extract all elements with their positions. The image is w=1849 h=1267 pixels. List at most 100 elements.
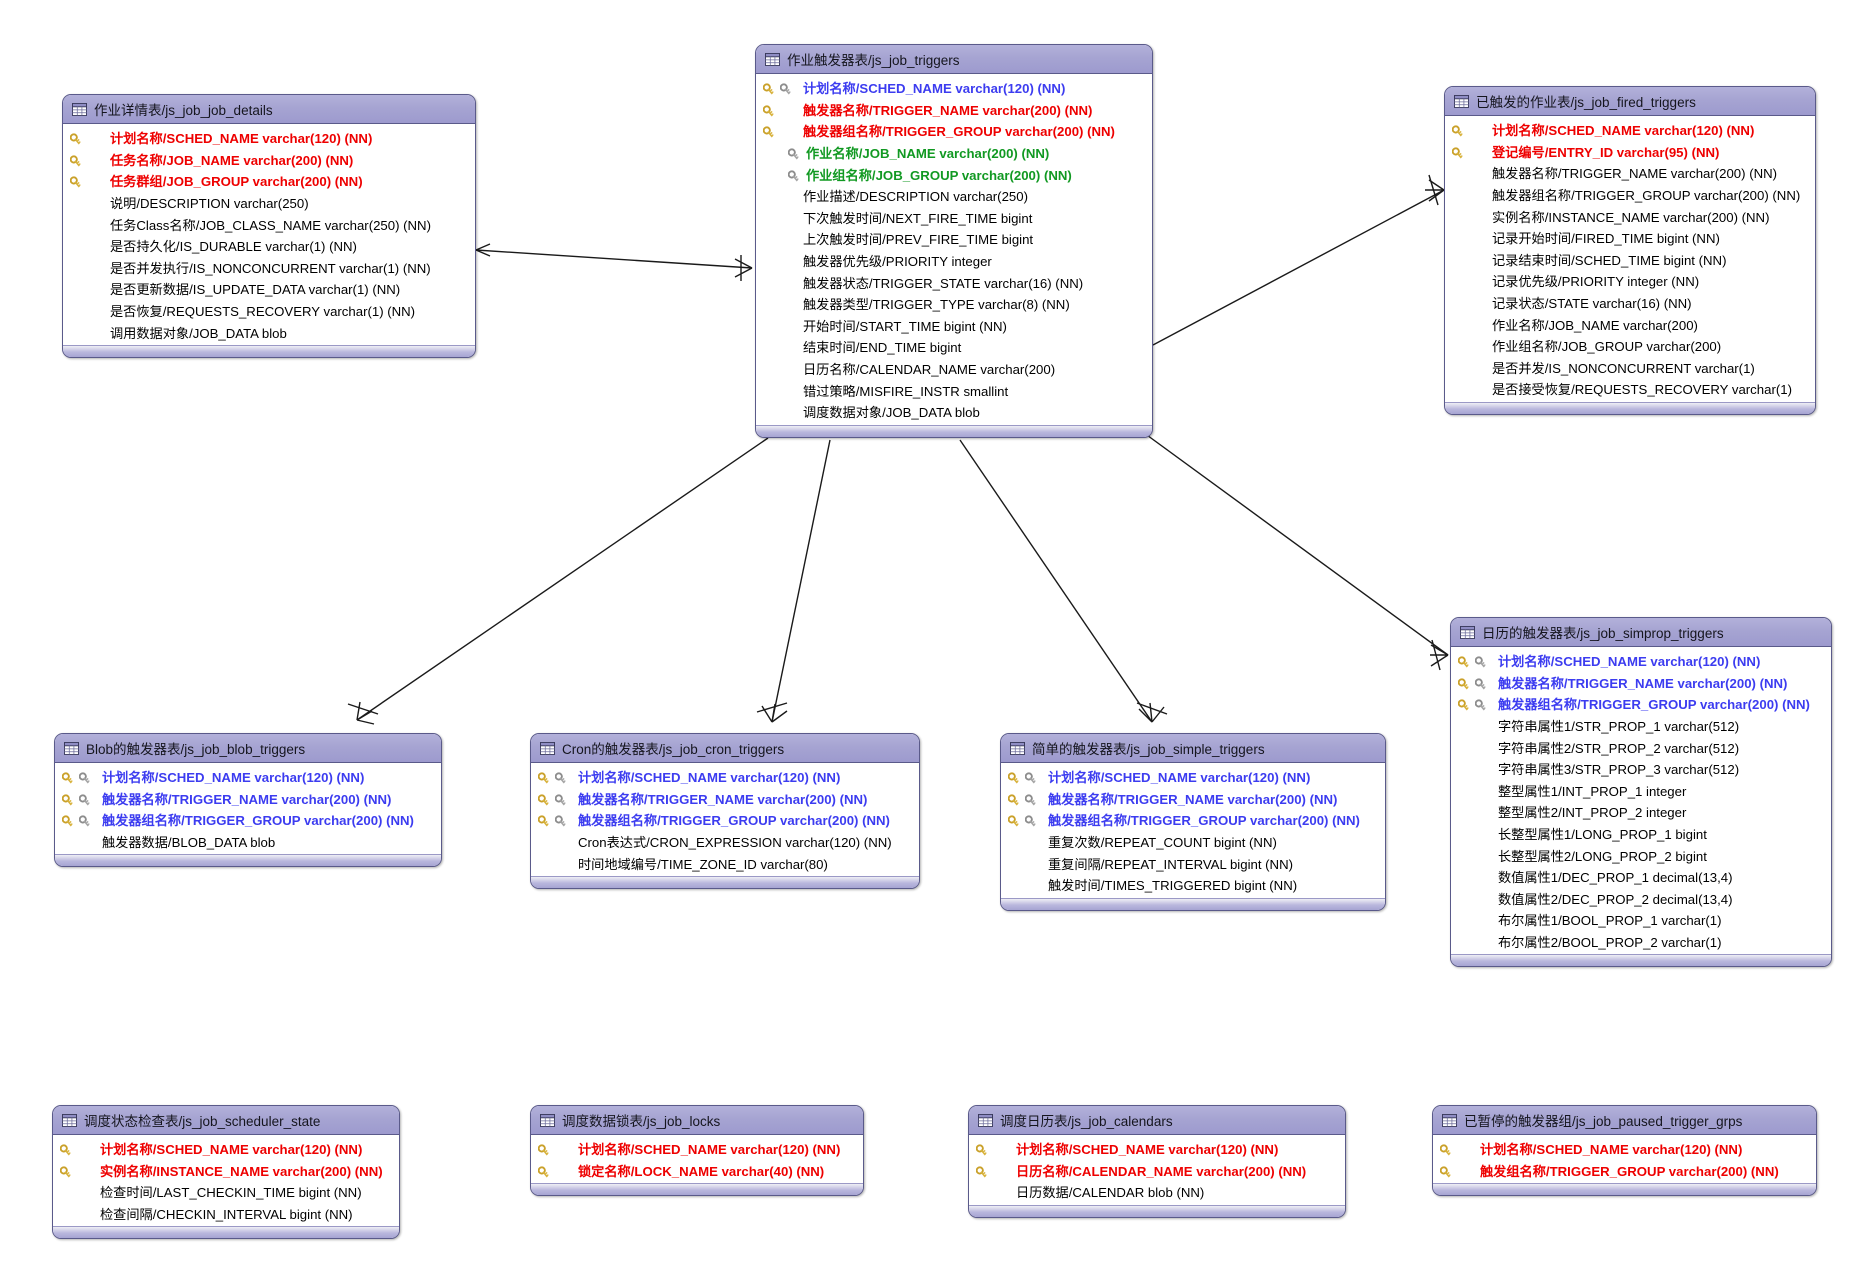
entity-header-job_cron_triggers[interactable]: Cron的触发器表/js_job_cron_triggers bbox=[531, 734, 919, 763]
entity-table-job_paused_trigger_grps[interactable]: 已暂停的触发器组/js_job_paused_trigger_grps 计划名称/… bbox=[1432, 1105, 1817, 1197]
entity-header-job_locks[interactable]: 调度数据锁表/js_job_locks bbox=[531, 1106, 863, 1135]
column-row[interactable]: 日历名称/CALENDAR_NAME varchar(200) (NN) bbox=[969, 1160, 1345, 1182]
column-row[interactable]: 作业名称/JOB_NAME varchar(200) bbox=[1445, 313, 1815, 335]
entity-table-job_fired_triggers[interactable]: 已触发的作业表/js_job_fired_triggers 计划名称/SCHED_… bbox=[1444, 86, 1816, 415]
column-row[interactable]: 触发器名称/TRIGGER_NAME varchar(200) (NN) bbox=[531, 788, 919, 810]
column-row[interactable]: 是否持久化/IS_DURABLE varchar(1) (NN) bbox=[63, 235, 475, 257]
column-row[interactable]: 触发器名称/TRIGGER_NAME varchar(200) (NN) bbox=[1445, 162, 1815, 184]
column-row[interactable]: 记录开始时间/FIRED_TIME bigint (NN) bbox=[1445, 227, 1815, 249]
column-row[interactable]: 上次触发时间/PREV_FIRE_TIME bigint bbox=[756, 228, 1152, 250]
column-row[interactable]: 重复间隔/REPEAT_INTERVAL bigint (NN) bbox=[1001, 852, 1385, 874]
column-row[interactable]: 检查间隔/CHECKIN_INTERVAL bigint (NN) bbox=[53, 1203, 399, 1225]
column-row[interactable]: 是否并发/IS_NONCONCURRENT varchar(1) bbox=[1445, 357, 1815, 379]
entity-table-job_calendars[interactable]: 调度日历表/js_job_calendars 计划名称/SCHED_NAME va… bbox=[968, 1105, 1346, 1218]
column-row[interactable]: 记录优先级/PRIORITY integer (NN) bbox=[1445, 270, 1815, 292]
column-row[interactable]: 触发器名称/TRIGGER_NAME varchar(200) (NN) bbox=[1451, 672, 1831, 694]
column-row[interactable]: 字符串属性2/STR_PROP_2 varchar(512) bbox=[1451, 736, 1831, 758]
entity-header-job_scheduler_state[interactable]: 调度状态检查表/js_job_scheduler_state bbox=[53, 1106, 399, 1135]
column-row[interactable]: 整型属性1/INT_PROP_1 integer bbox=[1451, 780, 1831, 802]
column-row[interactable]: 触发器状态/TRIGGER_STATE varchar(16) (NN) bbox=[756, 271, 1152, 293]
column-row[interactable]: 记录状态/STATE varchar(16) (NN) bbox=[1445, 292, 1815, 314]
column-row[interactable]: 重复次数/REPEAT_COUNT bigint (NN) bbox=[1001, 831, 1385, 853]
column-row[interactable]: 任务群组/JOB_GROUP varchar(200) (NN) bbox=[63, 170, 475, 192]
column-row[interactable]: 作业描述/DESCRIPTION varchar(250) bbox=[756, 185, 1152, 207]
column-row[interactable]: 锁定名称/LOCK_NAME varchar(40) (NN) bbox=[531, 1160, 863, 1182]
entity-header-job_fired_triggers[interactable]: 已触发的作业表/js_job_fired_triggers bbox=[1445, 87, 1815, 116]
rel-triggers-fired[interactable] bbox=[1152, 174, 1445, 346]
column-row[interactable]: 计划名称/SCHED_NAME varchar(120) (NN) bbox=[1445, 119, 1815, 141]
entity-table-job_blob_triggers[interactable]: Blob的触发器表/js_job_blob_triggers 计划名称/SCHED… bbox=[54, 733, 442, 868]
column-row[interactable]: 触发时间/TIMES_TRIGGERED bigint (NN) bbox=[1001, 874, 1385, 896]
column-row[interactable]: 检查时间/LAST_CHECKIN_TIME bigint (NN) bbox=[53, 1181, 399, 1203]
column-row[interactable]: 作业名称/JOB_NAME varchar(200) (NN) bbox=[756, 142, 1152, 164]
column-row[interactable]: 字符串属性3/STR_PROP_3 varchar(512) bbox=[1451, 758, 1831, 780]
column-row[interactable]: 日历数据/CALENDAR blob (NN) bbox=[969, 1181, 1345, 1203]
column-row[interactable]: 长整型属性2/LONG_PROP_2 bigint bbox=[1451, 844, 1831, 866]
column-row[interactable]: 计划名称/SCHED_NAME varchar(120) (NN) bbox=[1451, 650, 1831, 672]
column-row[interactable]: 整型属性2/INT_PROP_2 integer bbox=[1451, 801, 1831, 823]
column-row[interactable]: 数值属性1/DEC_PROP_1 decimal(13,4) bbox=[1451, 866, 1831, 888]
column-row[interactable]: 作业组名称/JOB_GROUP varchar(200) bbox=[1445, 335, 1815, 357]
column-row[interactable]: 计划名称/SCHED_NAME varchar(120) (NN) bbox=[969, 1138, 1345, 1160]
column-row[interactable]: 触发器组名称/TRIGGER_GROUP varchar(200) (NN) bbox=[531, 809, 919, 831]
column-row[interactable]: 触发器组名称/TRIGGER_GROUP varchar(200) (NN) bbox=[1451, 693, 1831, 715]
column-row[interactable]: 调度数据对象/JOB_DATA blob bbox=[756, 401, 1152, 423]
column-row[interactable]: 错过策略/MISFIRE_INSTR smallint bbox=[756, 379, 1152, 401]
column-row[interactable]: 触发器类型/TRIGGER_TYPE varchar(8) (NN) bbox=[756, 293, 1152, 315]
column-row[interactable]: 时间地域编号/TIME_ZONE_ID varchar(80) bbox=[531, 852, 919, 874]
column-row[interactable]: 下次触发时间/NEXT_FIRE_TIME bigint bbox=[756, 207, 1152, 229]
column-row[interactable]: 是否接受恢复/REQUESTS_RECOVERY varchar(1) bbox=[1445, 378, 1815, 400]
column-row[interactable]: 实例名称/INSTANCE_NAME varchar(200) (NN) bbox=[53, 1160, 399, 1182]
column-row[interactable]: 是否恢复/REQUESTS_RECOVERY varchar(1) (NN) bbox=[63, 300, 475, 322]
entity-header-job_simple_triggers[interactable]: 简单的触发器表/js_job_simple_triggers bbox=[1001, 734, 1385, 763]
column-row[interactable]: 触发器优先级/PRIORITY integer bbox=[756, 250, 1152, 272]
rel-triggers-cron[interactable] bbox=[756, 439, 831, 723]
column-row[interactable]: 触发器组名称/TRIGGER_GROUP varchar(200) (NN) bbox=[1445, 184, 1815, 206]
column-row[interactable]: 日历名称/CALENDAR_NAME varchar(200) bbox=[756, 358, 1152, 380]
column-row[interactable]: 计划名称/SCHED_NAME varchar(120) (NN) bbox=[1001, 766, 1385, 788]
entity-header-job_job_details[interactable]: 作业详情表/js_job_job_details bbox=[63, 95, 475, 124]
column-row[interactable]: 作业组名称/JOB_GROUP varchar(200) (NN) bbox=[756, 163, 1152, 185]
column-row[interactable]: 计划名称/SCHED_NAME varchar(120) (NN) bbox=[53, 1138, 399, 1160]
column-row[interactable]: 登记编号/ENTRY_ID varchar(95) (NN) bbox=[1445, 141, 1815, 163]
entity-header-job_triggers[interactable]: 作业触发器表/js_job_triggers bbox=[756, 45, 1152, 74]
column-row[interactable]: 布尔属性2/BOOL_PROP_2 varchar(1) bbox=[1451, 931, 1831, 953]
entity-table-job_job_details[interactable]: 作业详情表/js_job_job_details 计划名称/SCHED_NAME … bbox=[62, 94, 476, 358]
column-row[interactable]: 是否并发执行/IS_NONCONCURRENT varchar(1) (NN) bbox=[63, 257, 475, 279]
column-row[interactable]: 结束时间/END_TIME bigint bbox=[756, 336, 1152, 358]
column-row[interactable]: 字符串属性1/STR_PROP_1 varchar(512) bbox=[1451, 715, 1831, 737]
column-row[interactable]: 计划名称/SCHED_NAME varchar(120) (NN) bbox=[1433, 1138, 1816, 1160]
entity-table-job_scheduler_state[interactable]: 调度状态检查表/js_job_scheduler_state 计划名称/SCHED… bbox=[52, 1105, 400, 1240]
entity-table-job_triggers[interactable]: 作业触发器表/js_job_triggers 计划名称/SCHED_NAME va… bbox=[755, 44, 1153, 438]
rel-triggers-simprop[interactable] bbox=[1139, 429, 1449, 671]
entity-table-job_simple_triggers[interactable]: 简单的触发器表/js_job_simple_triggers 计划名称/SCHED… bbox=[1000, 733, 1386, 911]
column-row[interactable]: Cron表达式/CRON_EXPRESSION varchar(120) (NN… bbox=[531, 831, 919, 853]
column-row[interactable]: 计划名称/SCHED_NAME varchar(120) (NN) bbox=[756, 77, 1152, 99]
column-row[interactable]: 触发器组名称/TRIGGER_GROUP varchar(200) (NN) bbox=[756, 120, 1152, 142]
rel-triggers-blob[interactable] bbox=[347, 437, 769, 725]
column-row[interactable]: 是否更新数据/IS_UPDATE_DATA varchar(1) (NN) bbox=[63, 278, 475, 300]
column-row[interactable]: 计划名称/SCHED_NAME varchar(120) (NN) bbox=[531, 1138, 863, 1160]
column-row[interactable]: 长整型属性1/LONG_PROP_1 bigint bbox=[1451, 823, 1831, 845]
column-row[interactable]: 记录结束时间/SCHED_TIME bigint (NN) bbox=[1445, 249, 1815, 271]
column-row[interactable]: 任务名称/JOB_NAME varchar(200) (NN) bbox=[63, 149, 475, 171]
column-row[interactable]: 计划名称/SCHED_NAME varchar(120) (NN) bbox=[63, 127, 475, 149]
column-row[interactable]: 触发组名称/TRIGGER_GROUP varchar(200) (NN) bbox=[1433, 1160, 1816, 1182]
rel-jobdetails-triggers[interactable] bbox=[475, 243, 753, 281]
column-row[interactable]: 计划名称/SCHED_NAME varchar(120) (NN) bbox=[531, 766, 919, 788]
entity-header-job_blob_triggers[interactable]: Blob的触发器表/js_job_blob_triggers bbox=[55, 734, 441, 763]
entity-header-job_paused_trigger_grps[interactable]: 已暂停的触发器组/js_job_paused_trigger_grps bbox=[1433, 1106, 1816, 1135]
column-row[interactable]: 计划名称/SCHED_NAME varchar(120) (NN) bbox=[55, 766, 441, 788]
column-row[interactable]: 触发器组名称/TRIGGER_GROUP varchar(200) (NN) bbox=[55, 809, 441, 831]
entity-table-job_locks[interactable]: 调度数据锁表/js_job_locks 计划名称/SCHED_NAME varch… bbox=[530, 1105, 864, 1197]
column-row[interactable]: 任务Class名称/JOB_CLASS_NAME varchar(250) (N… bbox=[63, 213, 475, 235]
rel-triggers-simple[interactable] bbox=[959, 439, 1168, 723]
entity-header-job_calendars[interactable]: 调度日历表/js_job_calendars bbox=[969, 1106, 1345, 1135]
column-row[interactable]: 说明/DESCRIPTION varchar(250) bbox=[63, 192, 475, 214]
column-row[interactable]: 触发器名称/TRIGGER_NAME varchar(200) (NN) bbox=[55, 788, 441, 810]
column-row[interactable]: 布尔属性1/BOOL_PROP_1 varchar(1) bbox=[1451, 909, 1831, 931]
entity-table-job_cron_triggers[interactable]: Cron的触发器表/js_job_cron_triggers 计划名称/SCHED… bbox=[530, 733, 920, 889]
column-row[interactable]: 调用数据对象/JOB_DATA blob bbox=[63, 321, 475, 343]
column-row[interactable]: 实例名称/INSTANCE_NAME varchar(200) (NN) bbox=[1445, 205, 1815, 227]
